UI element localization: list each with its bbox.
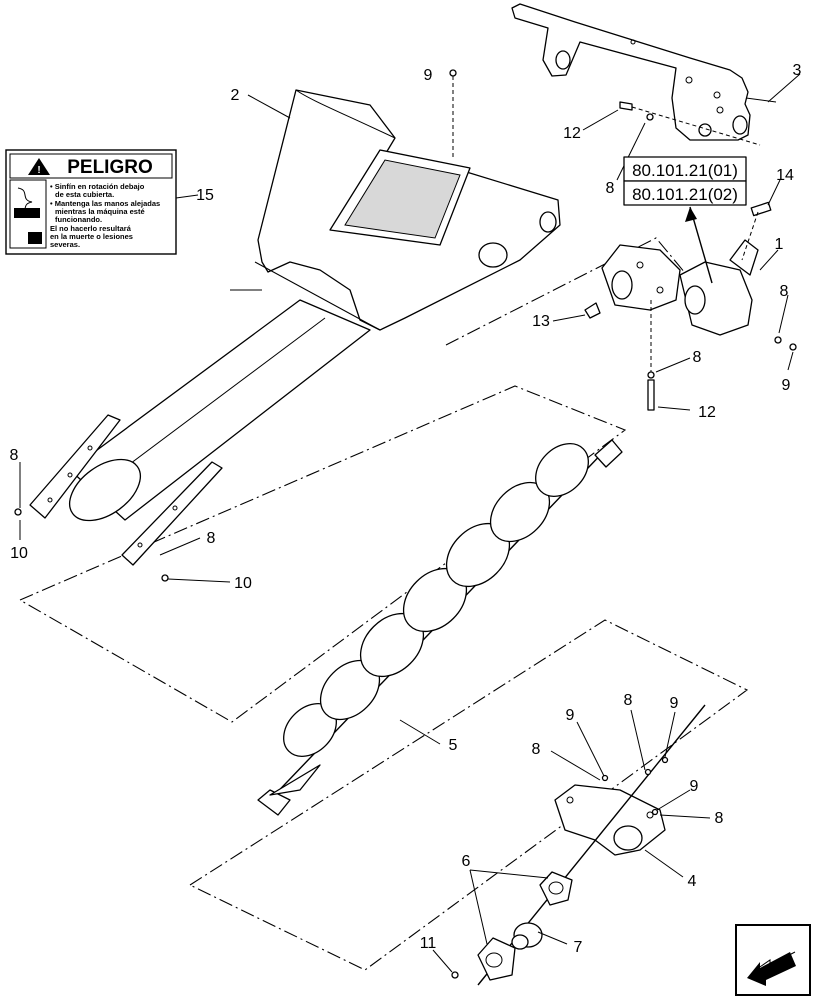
auger-housing <box>69 89 561 522</box>
hardware <box>14 69 797 979</box>
peligro-decal: ! PELIGRO • Sinfín en rotación debajo de… <box>5 149 177 255</box>
decal-line-4: mientras la máquina esté <box>55 207 145 216</box>
reference-2[interactable]: 80.101.21(02) <box>632 185 738 204</box>
callout-8[interactable]: 8 <box>532 741 541 758</box>
flange-upper <box>539 871 573 906</box>
decal-line-5: funcionando. <box>55 215 102 224</box>
back-arrow-icon[interactable] <box>735 924 811 996</box>
manual-icon <box>28 232 42 244</box>
reference-boxes: 80.101.21(01) 80.101.21(02) <box>623 156 747 284</box>
side-strap-right <box>121 461 223 566</box>
callout-2[interactable]: 2 <box>231 87 240 104</box>
reference-1[interactable]: 80.101.21(01) <box>632 161 738 180</box>
bearing-envelope <box>188 619 749 971</box>
svg-text:!: ! <box>37 165 40 176</box>
decal-title: PELIGRO <box>67 157 153 178</box>
callout-12[interactable]: 12 <box>563 125 581 142</box>
callout-10[interactable]: 10 <box>234 575 252 592</box>
decal-line-2: de esta cubierta. <box>55 190 114 199</box>
callout-3[interactable]: 3 <box>793 62 802 79</box>
decal-line-3: • Mantenga las manos alejadas <box>50 199 160 208</box>
callout-8[interactable]: 8 <box>693 349 702 366</box>
callout-9[interactable]: 9 <box>424 67 433 84</box>
warning-triangle-icon <box>28 158 50 175</box>
callout-10[interactable]: 10 <box>10 545 28 562</box>
callout-8[interactable]: 8 <box>606 180 615 197</box>
decal-line-6: El no hacerlo resultará <box>50 224 132 233</box>
callouts: 2 9 3 15 12 8 14 1 8 9 8 12 13 8 10 8 10… <box>10 62 802 956</box>
callout-8[interactable]: 8 <box>624 692 633 709</box>
callout-8[interactable]: 8 <box>10 447 19 464</box>
callout-14[interactable]: 14 <box>776 167 794 184</box>
auger-envelope <box>18 385 627 723</box>
reference-arrowhead <box>685 207 697 222</box>
callout-8[interactable]: 8 <box>715 810 724 827</box>
shear-pin <box>750 201 772 217</box>
gearbox <box>601 239 759 336</box>
callout-9[interactable]: 9 <box>670 695 679 712</box>
auger-flighting <box>257 439 623 816</box>
callout-6[interactable]: 6 <box>462 853 471 870</box>
callout-4[interactable]: 4 <box>688 873 697 890</box>
gearbox-envelope <box>445 237 721 346</box>
callout-11[interactable]: 11 <box>420 935 437 952</box>
decal-line-8: severas. <box>50 240 80 249</box>
flange-lower <box>477 937 516 981</box>
mount-bracket <box>511 3 777 141</box>
callout-8[interactable]: 8 <box>780 283 789 300</box>
callout-12[interactable]: 12 <box>698 404 716 421</box>
callout-7[interactable]: 7 <box>574 939 583 956</box>
bearing-plate <box>554 784 666 856</box>
decal-line-7: en la muerte o lesiones <box>50 232 133 241</box>
callout-13[interactable]: 13 <box>532 313 550 330</box>
callout-1[interactable]: 1 <box>775 236 784 253</box>
callout-9[interactable]: 9 <box>782 377 791 394</box>
callout-8[interactable]: 8 <box>207 530 216 547</box>
hand-hazard-icon <box>14 208 40 218</box>
side-strap-left <box>29 414 121 519</box>
leader-lines <box>19 73 801 973</box>
callout-5[interactable]: 5 <box>449 737 458 754</box>
decal-line-1: • Sinfín en rotación debajo <box>50 182 145 191</box>
callout-9[interactable]: 9 <box>566 707 575 724</box>
callout-15[interactable]: 15 <box>196 187 214 204</box>
callout-9[interactable]: 9 <box>690 778 699 795</box>
bearing-insert <box>511 922 543 950</box>
